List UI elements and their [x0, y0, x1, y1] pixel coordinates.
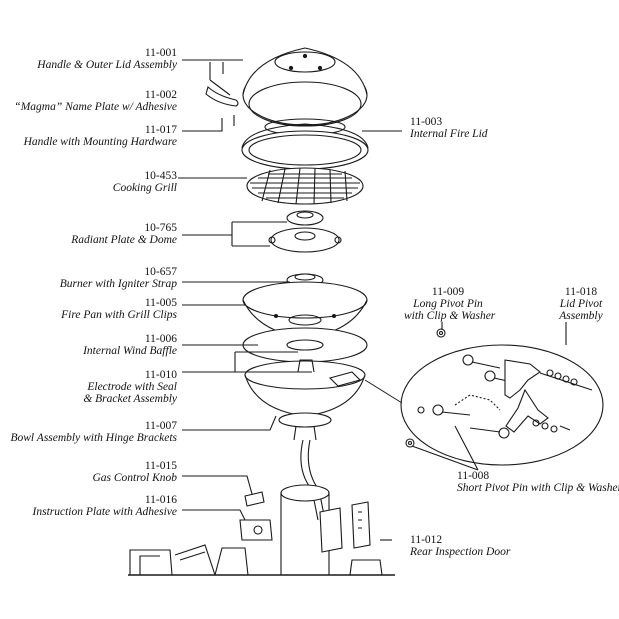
- bowl-assembly-part: [244, 359, 366, 441]
- part-label-11-001: 11-001 Handle & Outer Lid Assembly: [37, 47, 177, 71]
- base-bracket-part: [128, 544, 395, 576]
- part-description: Assembly: [559, 310, 603, 322]
- part-number: 11-015: [144, 460, 177, 472]
- part-label-10-453: 10-453 Cooking Grill: [113, 170, 177, 194]
- part-label-11-016: 11-016 Instruction Plate with Adhesive: [33, 494, 177, 518]
- part-number: 11-005: [144, 297, 177, 309]
- part-description: Gas Control Knob: [92, 472, 177, 484]
- part-label-11-005: 11-005 Fire Pan with Grill Clips: [61, 297, 177, 321]
- part-number: 11-001: [144, 47, 177, 59]
- part-label-11-012: 11-012 Rear Inspection Door: [410, 534, 510, 558]
- part-label-10-657: 10-657 Burner with Igniter Strap: [60, 266, 177, 290]
- part-description: Radiant Plate & Dome: [71, 234, 177, 246]
- part-number: 11-016: [144, 494, 177, 506]
- part-number: 10-657: [144, 266, 177, 278]
- part-number: 11-009: [431, 286, 465, 298]
- part-number: 11-008: [457, 470, 490, 482]
- part-number: 11-010: [144, 369, 177, 381]
- part-description: Handle with Mounting Hardware: [23, 136, 177, 148]
- part-number: 11-017: [144, 124, 177, 136]
- pedestal-and-gas-tube-part: [239, 439, 371, 575]
- part-label-11-009: 11-009 Long Pivot Pin with Clip & Washer: [404, 286, 496, 322]
- part-number: 10-453: [144, 170, 177, 182]
- part-label-11-017: 11-017 Handle with Mounting Hardware: [24, 124, 177, 148]
- part-label-11-002: 11-002 “Magma” Name Plate w/ Adhesive: [14, 89, 177, 113]
- part-description: Bowl Assembly with Hinge Brackets: [10, 432, 177, 444]
- part-number: 11-006: [144, 333, 177, 345]
- leader-lines: [178, 59, 567, 541]
- part-description: & Bracket Assembly: [83, 393, 177, 405]
- part-description: Fire Pan with Grill Clips: [61, 309, 177, 321]
- part-description: Long Pivot Pin: [413, 298, 483, 310]
- part-label-11-007: 11-007 Bowl Assembly with Hinge Brackets: [10, 420, 177, 444]
- part-description: Handle & Outer Lid Assembly: [37, 59, 177, 71]
- part-number: 11-007: [144, 420, 177, 432]
- wind-baffle-part: [242, 327, 368, 363]
- part-label-11-015: 11-015 Gas Control Knob: [92, 460, 177, 484]
- part-number: 11-002: [144, 89, 177, 101]
- part-label-11-008: 11-008 Short Pivot Pin with Clip & Washe…: [457, 470, 619, 494]
- part-label-10-765: 10-765 Radiant Plate & Dome: [71, 222, 177, 246]
- part-description: Lid Pivot: [559, 298, 603, 310]
- radiant-plate-dome-part: [268, 210, 342, 253]
- part-description: Electrode with Seal: [87, 381, 177, 393]
- part-description: Internal Wind Baffle: [83, 345, 177, 357]
- part-description: with Clip & Washer: [404, 310, 496, 322]
- part-description: Cooking Grill: [112, 182, 177, 194]
- part-label-11-003: 11-003 Internal Fire Lid: [410, 116, 488, 140]
- part-description: Short Pivot Pin with Clip & Washer: [457, 482, 619, 494]
- part-description: Instruction Plate with Adhesive: [32, 506, 177, 518]
- part-description: Internal Fire Lid: [410, 128, 488, 140]
- part-label-11-010: 11-010 Electrode with Seal & Bracket Ass…: [83, 369, 177, 405]
- part-number: 11-012: [410, 534, 443, 546]
- part-description: Burner with Igniter Strap: [59, 278, 177, 290]
- cooking-grill-part: [246, 167, 364, 205]
- part-number: 11-003: [410, 116, 443, 128]
- pivot-assembly-callout: [400, 328, 604, 466]
- outer-lid-part: [205, 47, 368, 127]
- part-description: “Magma” Name Plate w/ Adhesive: [14, 101, 177, 113]
- part-label-11-006: 11-006 Internal Wind Baffle: [83, 333, 177, 357]
- part-number: 11-018: [564, 286, 598, 298]
- part-label-11-018: 11-018 Lid Pivot Assembly: [548, 286, 614, 322]
- part-description: Rear Inspection Door: [410, 546, 511, 558]
- part-number: 10-765: [144, 222, 177, 234]
